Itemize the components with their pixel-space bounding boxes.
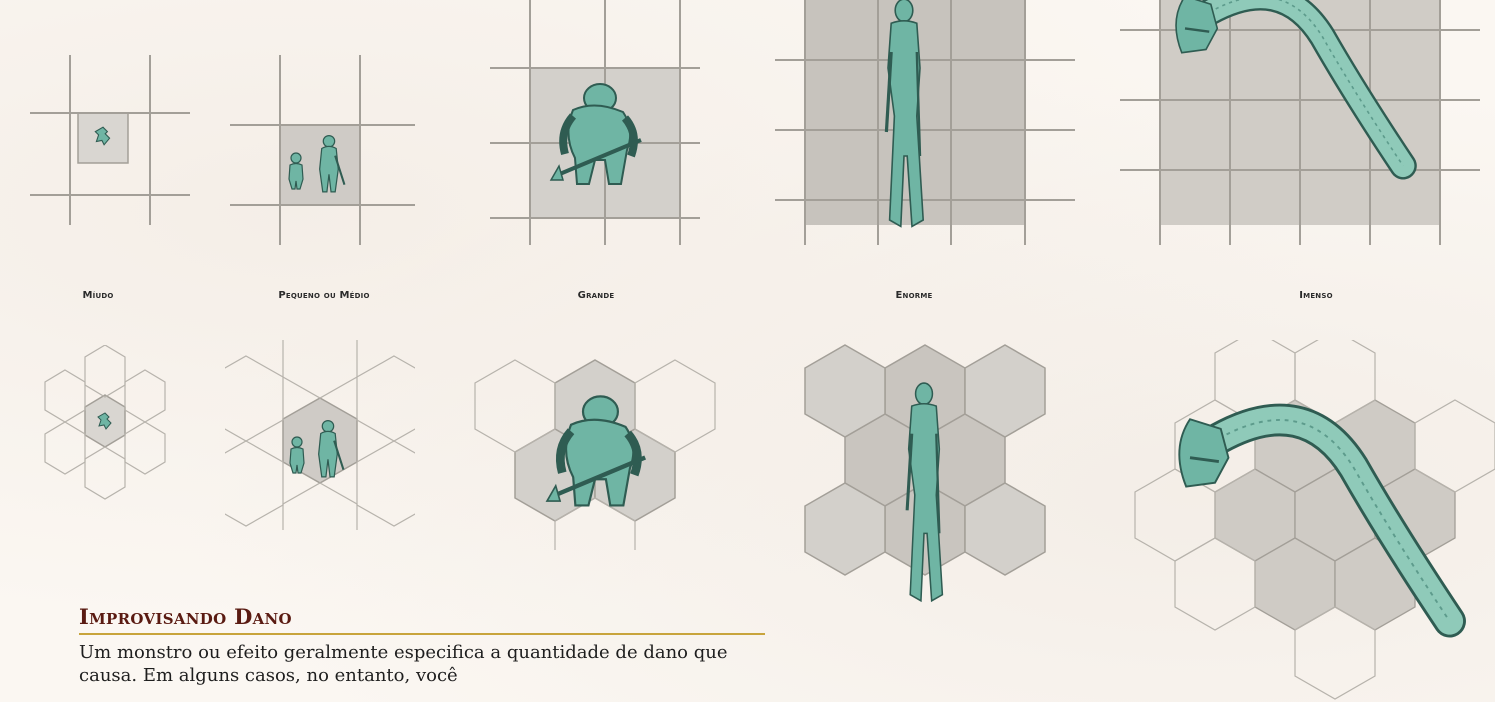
section-divider (79, 633, 765, 635)
caption-small-medium: Pequeno ou Médio (278, 290, 370, 301)
tiny-square-grid (30, 55, 190, 225)
large-hex-grid (474, 359, 716, 550)
tiny-hex-grid (44, 345, 166, 500)
huge-hex-grid (804, 344, 1046, 605)
section-title: Improvisando Dano (79, 604, 292, 629)
caption-gargantuan: Imenso (1299, 290, 1333, 301)
caption-large: Grande (577, 290, 615, 301)
caption-tiny: Míudo (82, 290, 114, 301)
caption-huge: Enorme (895, 290, 933, 301)
gargantuan-square-grid (1120, 0, 1480, 245)
large-square-grid (490, 0, 700, 245)
section-body-text: Um monstro ou efeito geralmente especifi… (79, 642, 728, 686)
small-medium-square-grid (230, 55, 415, 245)
gargantuan-hex-grid (1134, 340, 1495, 700)
halfling-figure (288, 152, 304, 190)
huge-square-grid (775, 0, 1075, 245)
small-medium-hex-grid (225, 340, 415, 530)
halfling-figure-hex (289, 436, 305, 474)
